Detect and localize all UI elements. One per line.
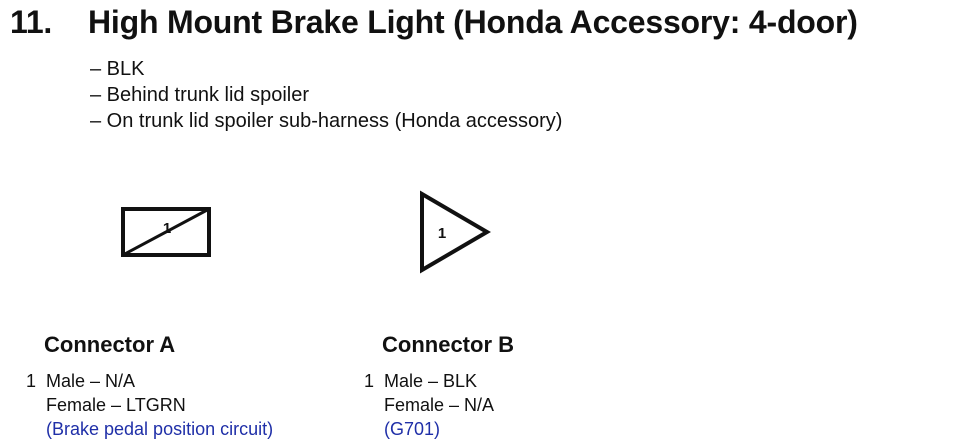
connector-b-title: Connector B: [382, 332, 514, 357]
section-title: High Mount Brake Light (Honda Accessory:…: [88, 4, 858, 40]
detail-harness: – On trunk lid spoiler sub-harness (Hond…: [90, 110, 563, 132]
connector-b-female: Female – N/A: [384, 395, 495, 415]
connector-a-outline: [121, 207, 211, 257]
connector-a-pin-number: 1: [26, 371, 37, 391]
connector-a-pin-label: 1: [163, 220, 171, 237]
connector-b-pin-number: 1: [364, 371, 375, 391]
connector-b-diagram: 1: [420, 190, 491, 274]
detail-location: – Behind trunk lid spoiler: [90, 84, 310, 106]
connector-b-pin-label: 1: [438, 225, 446, 242]
connector-a-diagram: 1: [121, 207, 211, 257]
detail-color: – BLK: [90, 58, 145, 80]
connector-b-outline: [420, 190, 491, 274]
section-number: 11.: [10, 4, 53, 40]
connector-b-circuit: (G701): [384, 419, 441, 439]
connector-b-male: Male – BLK: [384, 371, 478, 391]
connector-a-circuit: (Brake pedal position circuit): [46, 419, 274, 439]
connector-a-title: Connector A: [44, 332, 176, 357]
connector-a-male: Male – N/A: [46, 371, 136, 391]
section-heading: 11. High Mount Brake Light (Honda Accesso…: [10, 4, 858, 41]
connector-a-female: Female – LTGRN: [46, 395, 186, 415]
connector-a-diagonal: [122, 207, 210, 257]
connector-details-list: – BLK – Behind trunk lid spoiler – On tr…: [90, 56, 562, 134]
